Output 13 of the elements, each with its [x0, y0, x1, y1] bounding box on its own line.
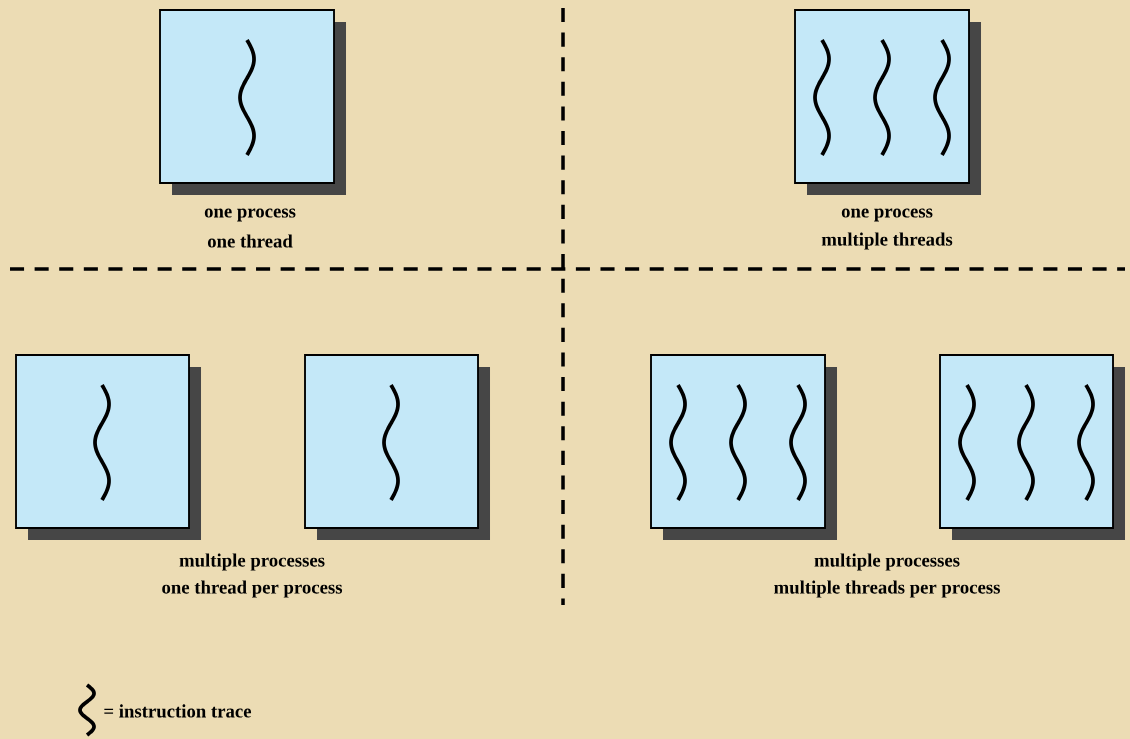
process-box — [794, 9, 981, 195]
process-box — [650, 354, 837, 540]
legend-entry: = instruction trace — [78, 683, 252, 737]
process-box — [15, 354, 201, 540]
caption: multiple processes — [814, 553, 960, 571]
caption: one thread per process — [162, 580, 343, 598]
caption: multiple processes — [179, 553, 325, 571]
caption: multiple threads per process — [774, 580, 1000, 598]
process-box — [939, 354, 1125, 540]
caption: multiple threads — [821, 232, 953, 250]
caption: one thread — [207, 234, 293, 248]
process-box — [304, 354, 490, 540]
process-box — [159, 9, 346, 195]
